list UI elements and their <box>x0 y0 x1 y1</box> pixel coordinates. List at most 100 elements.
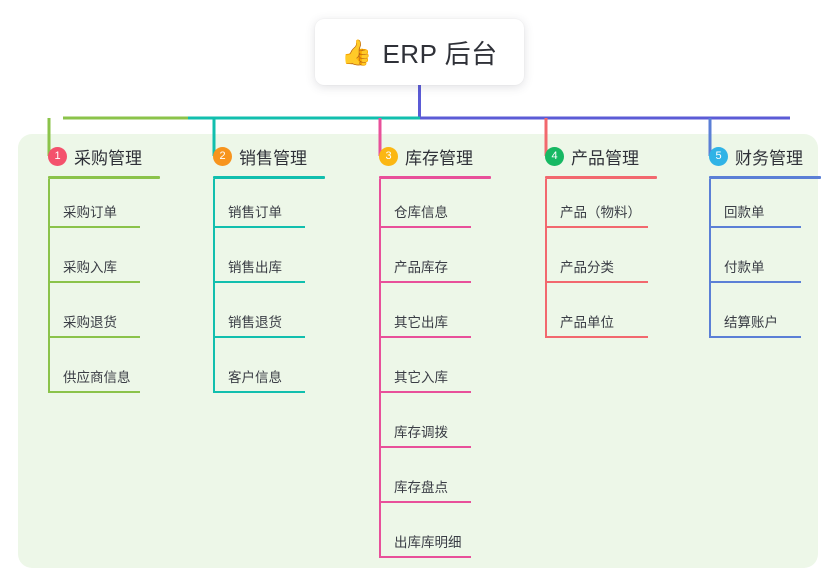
list-item[interactable]: 其它入库 <box>364 344 514 399</box>
column-spine-1 <box>48 179 50 391</box>
column-items-2: 销售订单销售出库销售退货客户信息 <box>198 179 348 399</box>
list-item-rule <box>48 281 140 283</box>
list-item[interactable]: 采购退货 <box>33 289 183 344</box>
list-item-rule <box>379 226 471 228</box>
root-node-title: ERP 后台 <box>382 38 498 69</box>
list-item-label: 其它入库 <box>394 370 448 385</box>
column-spine-2 <box>213 179 215 391</box>
list-item-rule <box>709 336 801 338</box>
list-item[interactable]: 结算账户 <box>694 289 839 344</box>
column-rule-1 <box>48 176 160 179</box>
list-item-rule <box>379 446 471 448</box>
list-item-label: 付款单 <box>724 260 765 275</box>
list-item[interactable]: 产品单位 <box>530 289 680 344</box>
column-header-3[interactable]: 3 库存管理 <box>364 143 514 169</box>
column-title-5: 财务管理 <box>735 148 803 168</box>
list-item-rule <box>379 501 471 503</box>
column-badge-2: 2 <box>213 146 232 166</box>
list-item-rule <box>379 391 471 393</box>
list-item-rule <box>48 391 140 393</box>
list-item-rule <box>545 226 648 228</box>
list-item-label: 销售退货 <box>228 315 282 330</box>
column-spine-5 <box>709 179 711 336</box>
column-items-4: 产品（物料） 产品分类产品单位 <box>530 179 680 344</box>
list-item-label: 库存盘点 <box>394 480 448 495</box>
list-item[interactable]: 供应商信息 <box>33 344 183 399</box>
list-item-rule <box>379 556 471 558</box>
column-title-1: 采购管理 <box>74 148 142 168</box>
diagram-panel <box>18 134 818 568</box>
list-item[interactable]: 产品库存 <box>364 234 514 289</box>
column-spine-3 <box>379 179 381 556</box>
list-item-label: 回款单 <box>724 205 765 220</box>
column-header-4[interactable]: 4 产品管理 <box>530 143 680 169</box>
list-item-label: 采购订单 <box>63 205 117 220</box>
list-item-label: 库存调拨 <box>394 425 448 440</box>
list-item-rule <box>213 281 305 283</box>
list-item-rule <box>48 336 140 338</box>
column-title-2: 销售管理 <box>239 148 307 168</box>
root-node-card[interactable]: 👍 ERP 后台 <box>315 19 524 85</box>
list-item[interactable]: 销售退货 <box>198 289 348 344</box>
list-item-rule <box>379 281 471 283</box>
list-item[interactable]: 其它出库 <box>364 289 514 344</box>
column-items-5: 回款单付款单结算账户 <box>694 179 839 344</box>
column-header-5[interactable]: 5 财务管理 <box>694 143 839 169</box>
list-item-label: 客户信息 <box>228 370 282 385</box>
list-item[interactable]: 库存调拨 <box>364 399 514 454</box>
column-badge-3: 3 <box>379 146 398 166</box>
list-item-rule <box>213 336 305 338</box>
list-item-label: 出库库明细 <box>394 535 462 550</box>
column-1: 1 采购管理采购订单采购入库采购退货供应商信息 <box>33 143 183 399</box>
column-badge-4: 4 <box>545 146 564 166</box>
list-item-rule <box>709 281 801 283</box>
list-item[interactable]: 产品（物料） <box>530 179 680 234</box>
column-rule-3 <box>379 176 491 179</box>
column-items-3: 仓库信息产品库存其它出库其它入库库存调拨库存盘点出库库明细 <box>364 179 514 564</box>
column-2: 2 销售管理销售订单销售出库销售退货客户信息 <box>198 143 348 399</box>
list-item-rule <box>379 336 471 338</box>
list-item[interactable]: 销售订单 <box>198 179 348 234</box>
list-item[interactable]: 销售出库 <box>198 234 348 289</box>
column-title-3: 库存管理 <box>405 148 473 168</box>
list-item[interactable]: 回款单 <box>694 179 839 234</box>
list-item-label: 结算账户 <box>724 315 778 330</box>
column-3: 3 库存管理仓库信息产品库存其它出库其它入库库存调拨库存盘点出库库明细 <box>364 143 514 564</box>
list-item[interactable]: 付款单 <box>694 234 839 289</box>
list-item[interactable]: 采购订单 <box>33 179 183 234</box>
list-item[interactable]: 仓库信息 <box>364 179 514 234</box>
list-item[interactable]: 出库库明细 <box>364 509 514 564</box>
list-item[interactable]: 采购入库 <box>33 234 183 289</box>
list-item-label: 产品单位 <box>560 315 614 330</box>
column-header-1[interactable]: 1 采购管理 <box>33 143 183 169</box>
column-rule-5 <box>709 176 821 179</box>
list-item-label: 销售出库 <box>228 260 282 275</box>
list-item-label: 其它出库 <box>394 315 448 330</box>
list-item-rule <box>213 226 305 228</box>
list-item[interactable]: 库存盘点 <box>364 454 514 509</box>
list-item-label: 产品分类 <box>560 260 614 275</box>
column-rule-4 <box>545 176 657 179</box>
list-item-label: 销售订单 <box>228 205 282 220</box>
column-items-1: 采购订单采购入库采购退货供应商信息 <box>33 179 183 399</box>
column-4: 4 产品管理产品（物料） 产品分类产品单位 <box>530 143 680 344</box>
list-item[interactable]: 客户信息 <box>198 344 348 399</box>
list-item-label: 产品库存 <box>394 260 448 275</box>
column-header-2[interactable]: 2 销售管理 <box>198 143 348 169</box>
list-item-label: 产品（物料） <box>560 205 641 220</box>
list-item-rule <box>545 281 648 283</box>
list-item-rule <box>709 226 801 228</box>
column-5: 5 财务管理回款单付款单结算账户 <box>694 143 839 344</box>
list-item-label: 采购退货 <box>63 315 117 330</box>
column-badge-1: 1 <box>48 146 67 166</box>
column-rule-2 <box>213 176 325 179</box>
column-spine-4 <box>545 179 547 336</box>
list-item-label: 仓库信息 <box>394 205 448 220</box>
list-item-rule <box>48 226 140 228</box>
list-item-rule <box>213 391 305 393</box>
column-title-4: 产品管理 <box>571 148 639 168</box>
list-item-label: 供应商信息 <box>63 370 131 385</box>
list-item[interactable]: 产品分类 <box>530 234 680 289</box>
column-badge-5: 5 <box>709 146 728 166</box>
